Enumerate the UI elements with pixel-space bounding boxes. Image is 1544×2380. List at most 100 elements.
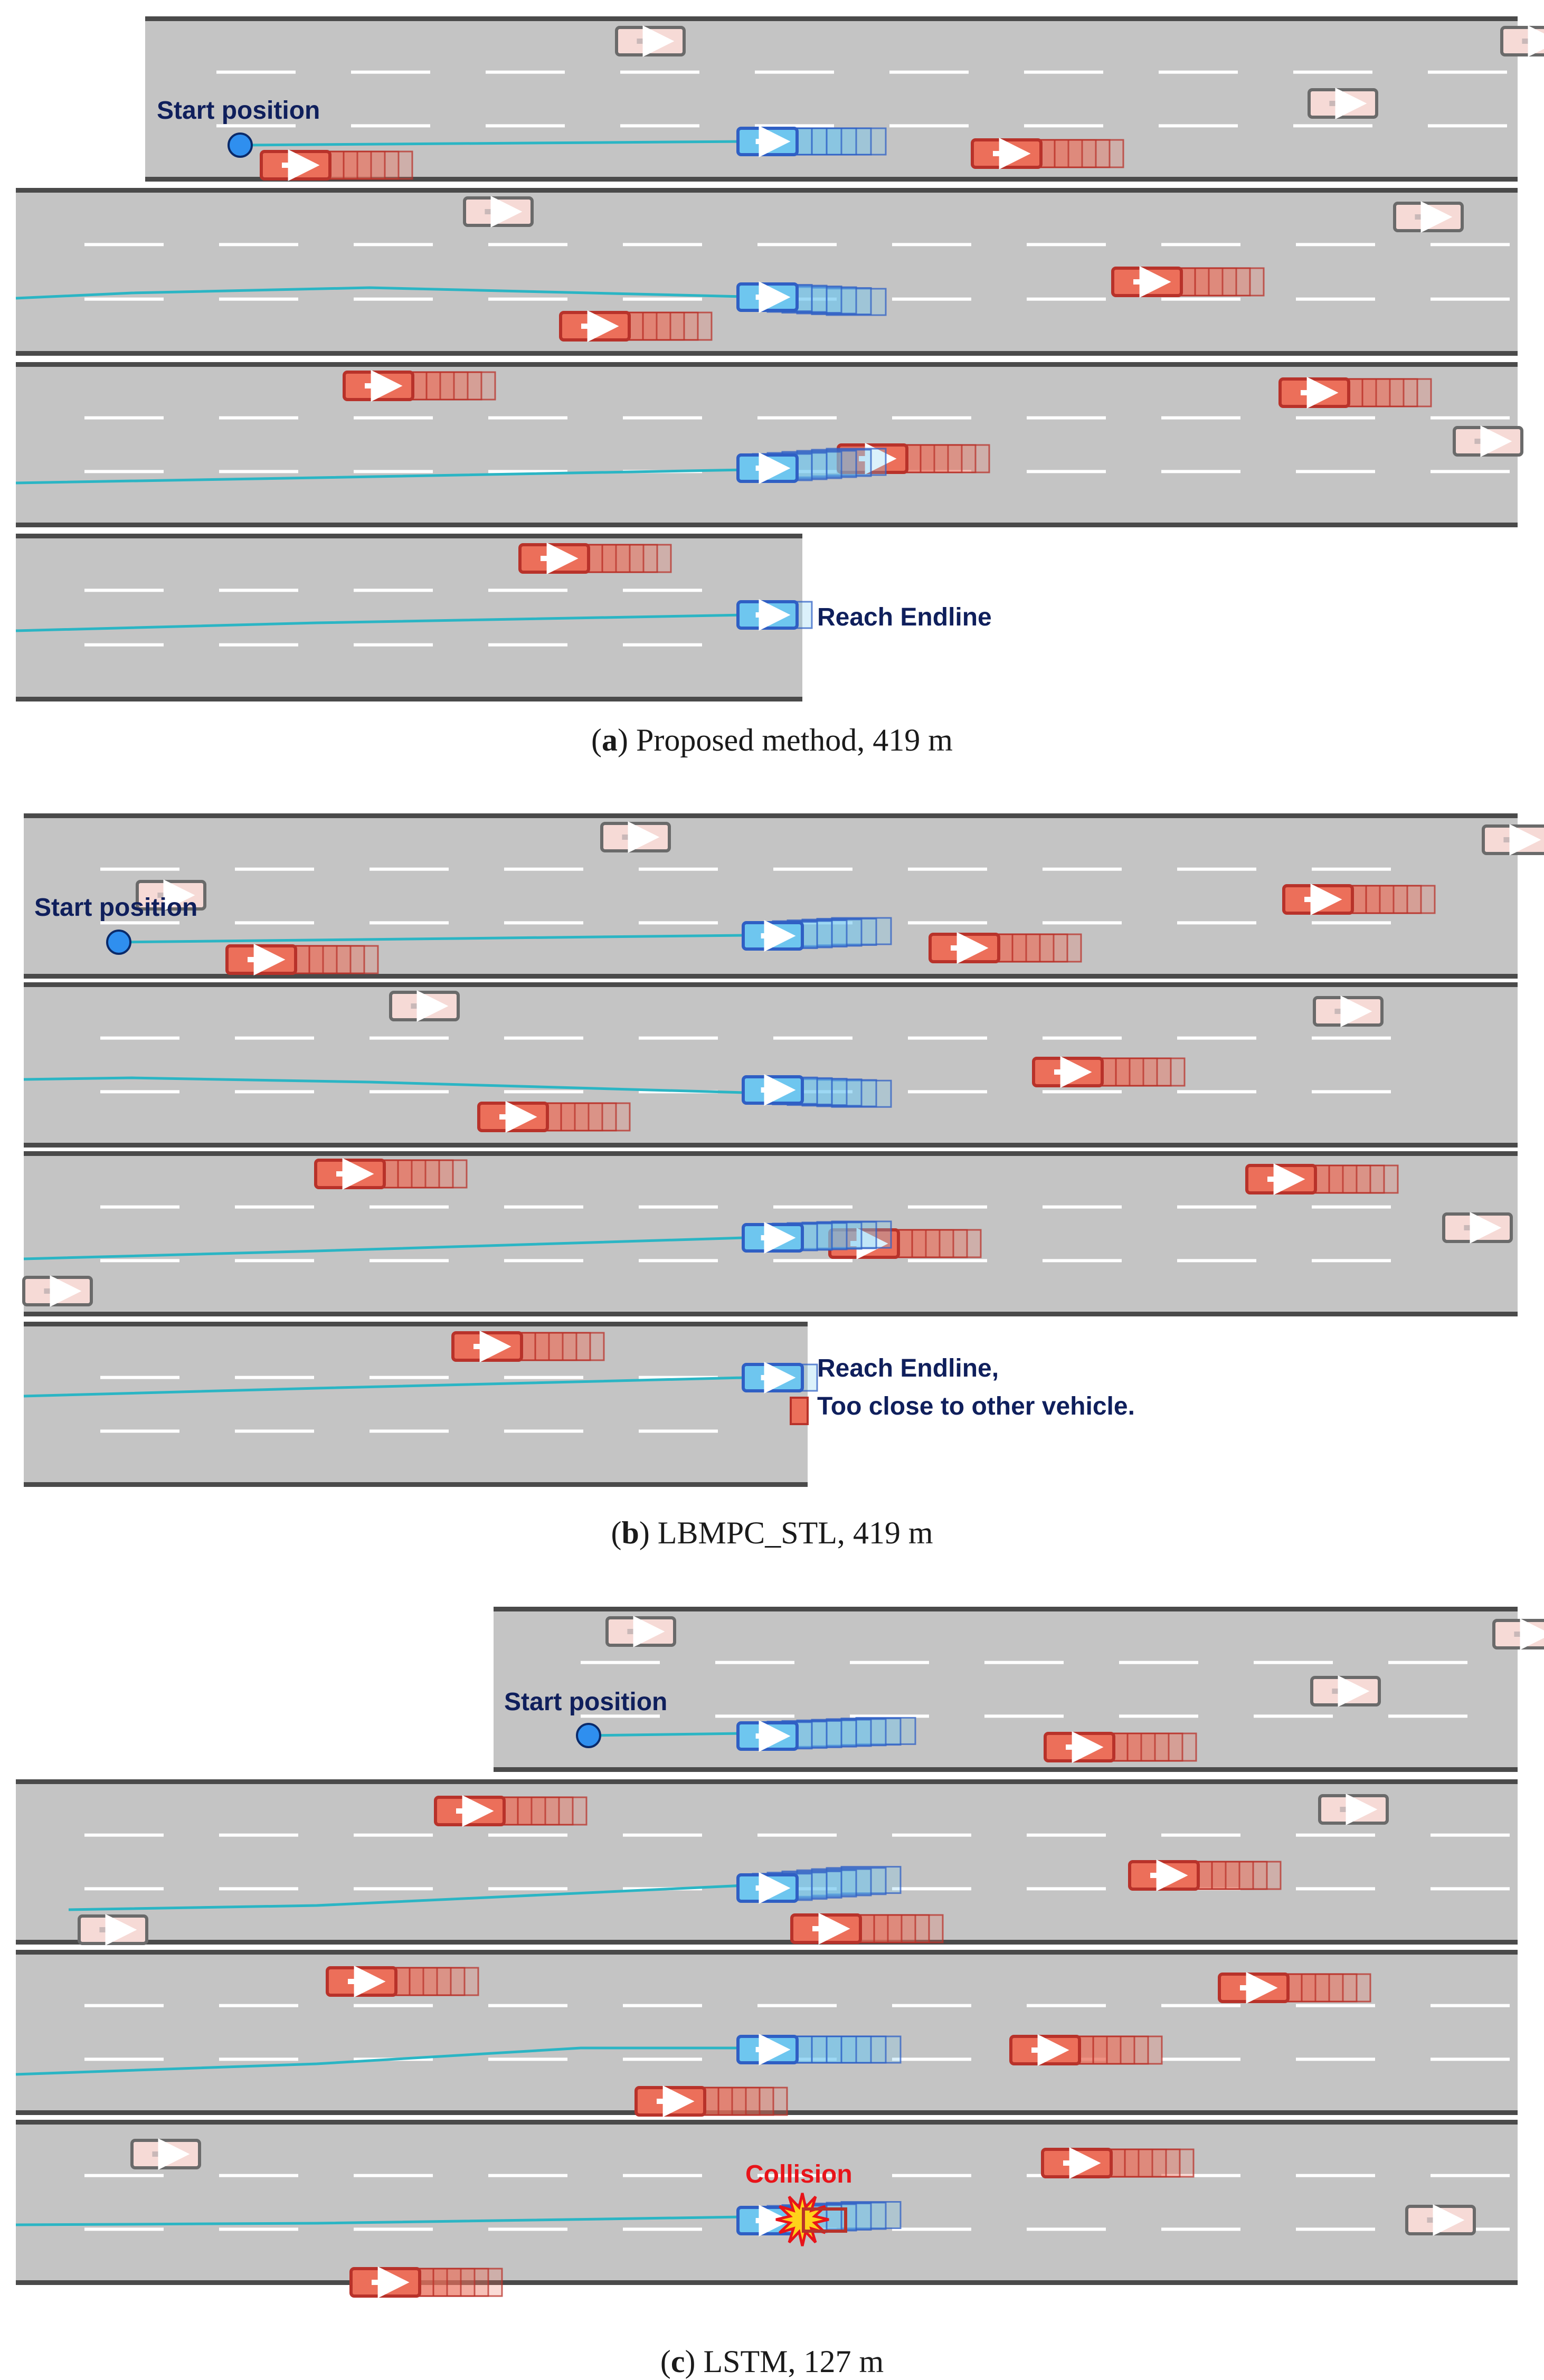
caption-c: (c) LSTM, 127 m: [660, 2344, 884, 2379]
lane-dash: [1027, 297, 1106, 301]
npc-vehicle: [1044, 1731, 1115, 1763]
lane-dash: [354, 2174, 433, 2177]
lane-dash: [1312, 1205, 1391, 1209]
lane-dash: [850, 1714, 929, 1718]
lane-dash: [1312, 1259, 1391, 1263]
lane-dash: [100, 921, 179, 925]
lane-dash: [1254, 1714, 1333, 1718]
road-edge: [16, 523, 1518, 527]
lane-dash: [755, 124, 834, 128]
npc-vehicle: [802, 2207, 847, 2233]
lane-dash: [639, 921, 718, 925]
lane-dash: [1296, 2057, 1375, 2061]
lane-dash: [1177, 1259, 1256, 1263]
lane-dash: [1431, 2057, 1510, 2061]
ego-vehicle: [742, 1074, 804, 1106]
lane-dash: [1312, 867, 1391, 871]
lane-dash: [639, 867, 718, 871]
npc-vehicle: [477, 1101, 549, 1133]
npc-predicted-frames-frame: [1348, 378, 1418, 407]
npc-vehicle: [343, 370, 414, 402]
lane-dash: [1043, 921, 1122, 925]
lane-dash: [1161, 2004, 1240, 2007]
npc-predicted-frames-frame: [503, 1796, 574, 1826]
lane-dash: [351, 124, 430, 128]
too-close-label: Too close to other vehicle.: [817, 1392, 1135, 1420]
npc-predicted-frames-frame: [911, 1229, 982, 1258]
lane-dash: [84, 1887, 164, 1891]
road-surface: [16, 536, 802, 699]
npc-predicted-frames-frame: [1078, 2035, 1149, 2065]
road-segment: [16, 362, 1518, 527]
start-position-marker: [106, 930, 131, 955]
lane-dash: [1431, 1833, 1510, 1837]
lane-dash: [623, 416, 702, 420]
lane-dash: [84, 2227, 164, 2231]
npc-predicted-frames-frame: [560, 1102, 631, 1132]
lane-dash: [623, 2227, 702, 2231]
distant-vehicle: [1393, 201, 1464, 233]
npc-vehicle: [1218, 1972, 1290, 2004]
road-segment: [16, 534, 802, 701]
lane-dash: [620, 70, 699, 74]
lane-dash: [100, 1259, 179, 1263]
road-edge: [24, 1151, 1518, 1156]
lane-dash: [908, 1090, 987, 1094]
lane-dash: [1431, 470, 1510, 473]
start-position-label: Start position: [157, 97, 320, 125]
lane-dash: [1161, 243, 1240, 246]
lane-dash: [488, 2004, 567, 2007]
distant-vehicle: [22, 1275, 93, 1307]
road-surface: [16, 2122, 1518, 2283]
lane-dash: [639, 1376, 718, 1379]
npc-vehicle: [349, 2267, 421, 2298]
lane-dash: [504, 1259, 583, 1263]
lane-dash: [219, 2174, 298, 2177]
road-edge: [16, 362, 1518, 367]
ego-vehicle: [736, 452, 799, 484]
lane-dash: [504, 867, 583, 871]
lane-dash: [504, 1376, 583, 1379]
lane-dash: [486, 70, 565, 74]
lane-dash: [354, 416, 433, 420]
lane-dash: [1161, 2057, 1240, 2061]
road-edge: [16, 1950, 1518, 1955]
lane-dash: [100, 1429, 179, 1433]
road-segment: [16, 188, 1518, 356]
lane-dash: [354, 2227, 433, 2231]
lane-dash: [1043, 1259, 1122, 1263]
lane-dash: [1177, 867, 1256, 871]
lane-dash: [354, 243, 433, 246]
lane-dash: [219, 2004, 298, 2007]
lane-dash: [889, 70, 969, 74]
npc-predicted-frames-frame: [1197, 1861, 1268, 1890]
road-surface: [24, 984, 1518, 1145]
ego-trajectory: [15, 2215, 745, 2226]
lane-dash: [370, 1036, 449, 1040]
lane-dash: [488, 416, 567, 420]
npc-vehicle: [1032, 1056, 1104, 1088]
lane-dash: [1161, 2227, 1240, 2231]
lane-dash: [219, 470, 298, 473]
lane-dash: [984, 1661, 1064, 1664]
lane-dash: [219, 589, 298, 592]
caption-letter: c: [670, 2344, 685, 2379]
lane-dash: [773, 867, 852, 871]
lane-dash: [1043, 867, 1122, 871]
ego-vehicle: [742, 1362, 804, 1393]
npc-predicted-frames-frame: [906, 444, 977, 473]
npc-predicted-frames-frame: [419, 2268, 489, 2297]
npc-vehicle: [326, 1966, 397, 1997]
lane-dash: [219, 243, 298, 246]
lane-dash: [216, 70, 296, 74]
lane-dash: [1027, 1833, 1106, 1837]
lane-dash: [1177, 921, 1256, 925]
lane-dash: [84, 470, 164, 473]
npc-predicted-frames-frame: [432, 2268, 503, 2297]
reach-endline-label: Reach Endline: [817, 603, 992, 631]
lane-dash: [639, 1036, 718, 1040]
lane-dash: [354, 1887, 433, 1891]
npc-vehicle: [1245, 1163, 1317, 1195]
lane-dash: [757, 2174, 837, 2177]
lane-dash: [486, 124, 565, 128]
